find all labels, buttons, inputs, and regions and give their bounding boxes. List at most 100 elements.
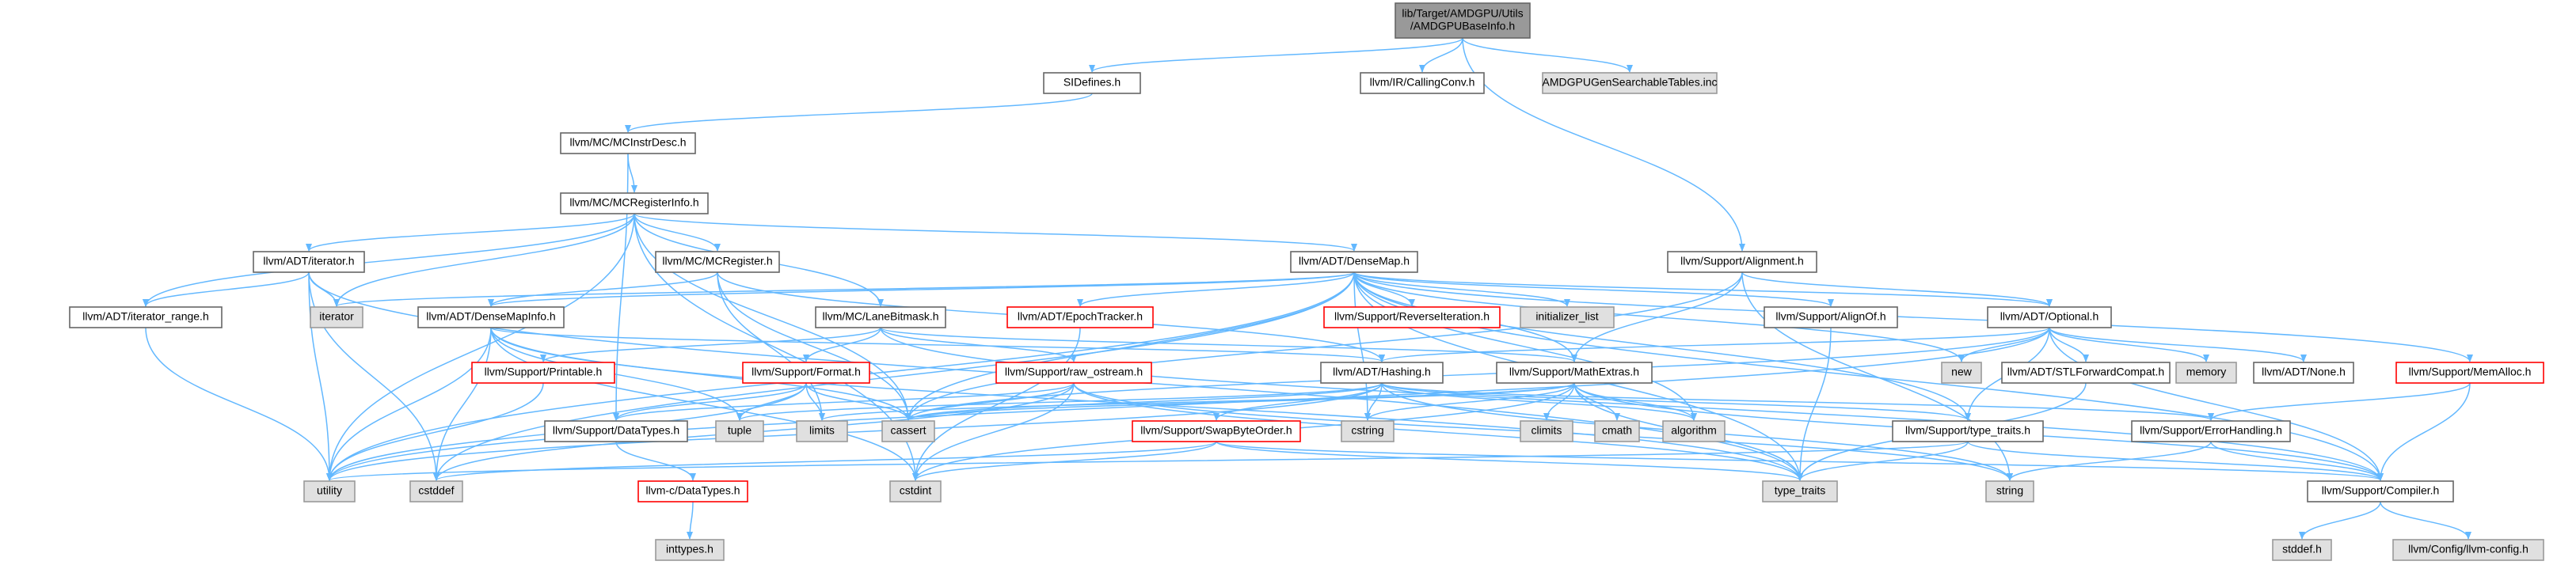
edge-rawostream-to-datatypes [613, 382, 1075, 421]
node-box [253, 251, 365, 273]
edge-mcreginfo-to-iterator_range [143, 213, 635, 307]
node-none[interactable]: llvm/ADT/None.h [2253, 362, 2354, 384]
node-cstddef: cstddef [409, 480, 463, 502]
node-label: llvm/ADT/STLForwardCompat.h [2007, 366, 2164, 378]
edge-mathextras-to-limits [819, 382, 1575, 421]
edge-alignment-to-optional [1741, 271, 2053, 307]
node-box [1320, 362, 1444, 384]
node-epochtracker[interactable]: llvm/ADT/EpochTracker.h [1006, 306, 1154, 328]
node-printable[interactable]: llvm/Support/Printable.h [471, 362, 615, 384]
node-label: llvm/Support/ErrorHandling.h [2140, 424, 2282, 437]
node-label: llvm/ADT/DenseMapInfo.h [426, 310, 555, 323]
node-densemap[interactable]: llvm/ADT/DenseMap.h [1290, 251, 1418, 273]
node-label: llvm/ADT/iterator.h [263, 255, 354, 267]
node-sidefines[interactable]: SIDefines.h [1043, 72, 1141, 94]
edge-optional-to-none [2049, 327, 2307, 362]
edge-mathextras-to-cstring [1364, 382, 1575, 421]
node-root[interactable]: lib/Target/AMDGPU/Utils/AMDGPUBaseInfo.h [1395, 2, 1531, 39]
node-datatypes[interactable]: llvm/Support/DataTypes.h [544, 420, 688, 442]
node-box [560, 132, 696, 154]
edge-datatypes-to-c_datatypes [615, 441, 696, 481]
node-hashing[interactable]: llvm/ADT/Hashing.h [1320, 362, 1444, 384]
edge-hashing-to-tuple [736, 382, 1383, 421]
node-reverseiter[interactable]: llvm/Support/ReverseIteration.h [1323, 306, 1501, 328]
node-box [655, 251, 780, 273]
edge-lanebitmask-to-mathextras [880, 327, 1577, 362]
node-label: cassert [890, 424, 926, 437]
node-c_datatypes[interactable]: llvm-c/DataTypes.h [637, 480, 748, 502]
node-limits: limits [796, 420, 848, 442]
node-label: iterator [319, 310, 354, 323]
node-label: llvm/ADT/iterator_range.h [82, 310, 209, 323]
edge-lanebitmask-to-printable [540, 327, 881, 362]
node-box [1892, 420, 2044, 442]
node-box [637, 480, 748, 502]
edge-mcreginfo-to-iterator [306, 213, 635, 252]
node-box [2001, 362, 2171, 384]
node-label: llvm/ADT/Hashing.h [1333, 366, 1431, 378]
node-box [2175, 362, 2237, 384]
node-label: memory [2186, 366, 2227, 378]
edge-rawostream-to-cassert [905, 382, 1075, 421]
node-box [1006, 306, 1154, 328]
node-box [881, 420, 935, 442]
node-box [1941, 362, 1982, 384]
node-box [1764, 306, 1898, 328]
edge-c_datatypes-to-inttypes [687, 501, 694, 540]
node-label: llvm/Support/Format.h [751, 366, 861, 378]
edge-alignof-to-type_traits [1797, 327, 1832, 481]
node-box [2395, 362, 2544, 384]
edge-iterator-to-iterator_range [143, 271, 310, 307]
node-format[interactable]: llvm/Support/Format.h [742, 362, 870, 384]
node-label: cstdint [900, 484, 932, 497]
node-box [889, 480, 942, 502]
node-typetraits_h[interactable]: llvm/Support/type_traits.h [1892, 420, 2044, 442]
node-box [1542, 72, 1718, 94]
node-densemapinfo[interactable]: llvm/ADT/DenseMapInfo.h [417, 306, 565, 328]
node-box [1662, 420, 1726, 442]
node-swapbyte[interactable]: llvm/Support/SwapByteOrder.h [1132, 420, 1301, 442]
node-iterator_range[interactable]: llvm/ADT/iterator_range.h [69, 306, 223, 328]
edge-densemapinfo-to-cstddef [433, 327, 492, 481]
node-stlforward[interactable]: llvm/ADT/STLForwardCompat.h [2001, 362, 2171, 384]
node-rawostream[interactable]: llvm/Support/raw_ostream.h [995, 362, 1152, 384]
node-compiler[interactable]: llvm/Support/Compiler.h [2307, 480, 2454, 502]
edge-hashing-to-errorhandling [1381, 382, 2214, 421]
node-llvmconfig: llvm/Config/llvm-config.h [2392, 539, 2544, 561]
node-box [2253, 362, 2354, 384]
node-box [2272, 539, 2332, 561]
node-memalloc[interactable]: llvm/Support/MemAlloc.h [2395, 362, 2544, 384]
edge-iterator_range-to-utility [145, 327, 333, 481]
node-label: llvm/Support/ReverseIteration.h [1334, 310, 1490, 323]
node-label: llvm/Support/Alignment.h [1680, 255, 1804, 267]
node-mcregister[interactable]: llvm/MC/MCRegister.h [655, 251, 780, 273]
node-label: llvm/Config/llvm-config.h [2408, 543, 2528, 556]
edge-errorhandling-to-compiler [2210, 441, 2384, 481]
node-mcinstrdesc[interactable]: llvm/MC/MCInstrDesc.h [560, 132, 696, 154]
edge-alignment-to-string [1741, 271, 2013, 481]
node-iterator[interactable]: llvm/ADT/iterator.h [253, 251, 365, 273]
node-alignof[interactable]: llvm/Support/AlignOf.h [1764, 306, 1898, 328]
node-stddef: stddef.h [2272, 539, 2332, 561]
node-mcreginfo[interactable]: llvm/MC/MCRegisterInfo.h [560, 192, 709, 214]
edge-hashing-to-algorithm [1381, 382, 1697, 421]
node-label: new [1951, 366, 1973, 378]
node-label: llvm/MC/MCRegisterInfo.h [569, 196, 698, 209]
node-label: initializer_list [1535, 310, 1598, 323]
node-label: llvm-c/DataTypes.h [645, 484, 740, 497]
node-box [1043, 72, 1141, 94]
node-errorhandling[interactable]: llvm/Support/ErrorHandling.h [2131, 420, 2291, 442]
node-optional[interactable]: llvm/ADT/Optional.h [1987, 306, 2112, 328]
edge-densemap-to-memalloc [1353, 271, 2473, 362]
node-mathextras[interactable]: llvm/Support/MathExtras.h [1496, 362, 1653, 384]
node-label: utility [317, 484, 342, 497]
edge-root-to-sidefines [1089, 37, 1463, 73]
node-label: climits [1532, 424, 1562, 437]
node-lanebitmask[interactable]: llvm/MC/LaneBitmask.h [815, 306, 946, 328]
node-box [796, 420, 848, 442]
node-callingconv[interactable]: llvm/IR/CallingConv.h [1360, 72, 1485, 94]
node-label: stddef.h [2282, 543, 2322, 556]
node-label: tuple [728, 424, 752, 437]
edge-lanebitmask-to-format [803, 327, 881, 362]
node-alignment[interactable]: llvm/Support/Alignment.h [1667, 251, 1817, 273]
